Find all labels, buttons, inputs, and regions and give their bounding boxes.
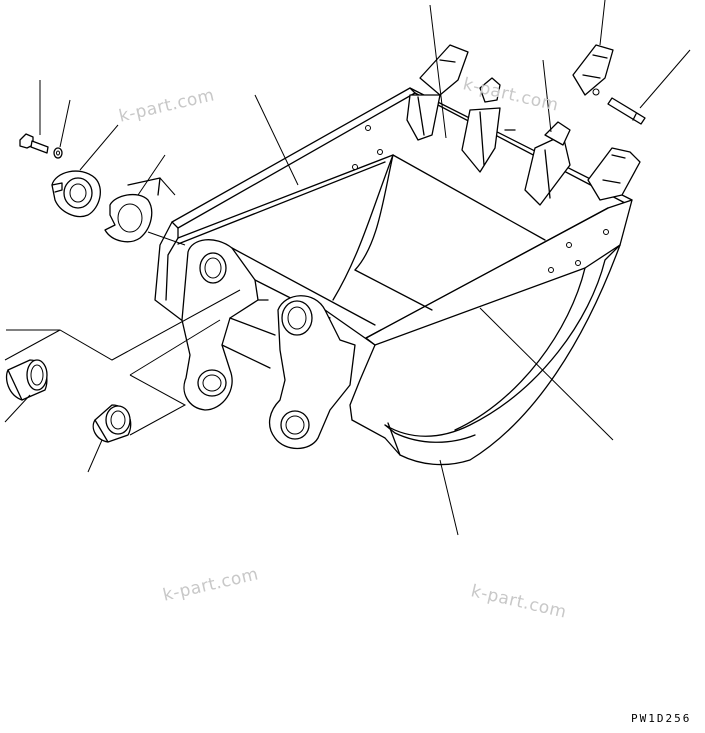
bushing-right: [92, 404, 132, 443]
shim: [104, 177, 161, 243]
tooth-point: [572, 44, 614, 96]
boss-ring: [51, 170, 101, 218]
drawing-code: PW1D256: [631, 712, 692, 725]
hinge-bracket-rear: [181, 239, 376, 411]
bushing-left: [5, 359, 48, 401]
washer: [53, 147, 63, 159]
bucket-tooth: [406, 44, 641, 206]
bucket-body: [154, 87, 633, 466]
bolt: [19, 133, 49, 154]
leader-lines: [4, 0, 691, 536]
lock-pin: [607, 97, 646, 125]
hinge-bracket-front: [268, 295, 376, 450]
